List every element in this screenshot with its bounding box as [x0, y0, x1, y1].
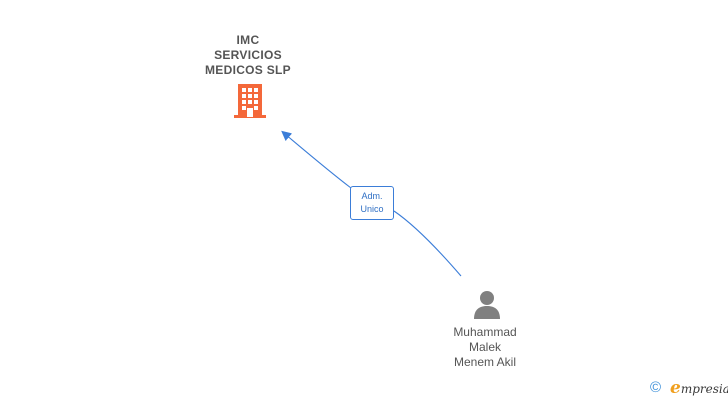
relation-edge: [285, 134, 462, 277]
brand-initial: e: [670, 378, 681, 398]
brand-text: mpresia: [680, 382, 728, 396]
company-name-line: MEDICOS SLP: [205, 63, 291, 77]
company-name-line: SERVICIOS: [214, 48, 282, 62]
role-label-line: Unico: [360, 204, 384, 214]
copyright-icon: ©: [650, 379, 662, 396]
role-label-line: Adm.: [361, 191, 383, 201]
brand-logo: empresia: [670, 378, 728, 398]
company-name-line: IMC: [236, 33, 260, 47]
role-badge[interactable]: Adm. Unico: [350, 186, 394, 220]
person-name-line: Muhammad: [453, 325, 517, 339]
person-name-line: Malek: [468, 340, 501, 354]
person-name[interactable]: Muhammad Malek Menem Akil: [425, 325, 545, 370]
person-icon[interactable]: [472, 289, 502, 319]
person-name-line: Menem Akil: [453, 355, 517, 369]
company-name[interactable]: IMC SERVICIOS MEDICOS SLP: [168, 33, 328, 78]
building-icon[interactable]: [232, 82, 268, 119]
